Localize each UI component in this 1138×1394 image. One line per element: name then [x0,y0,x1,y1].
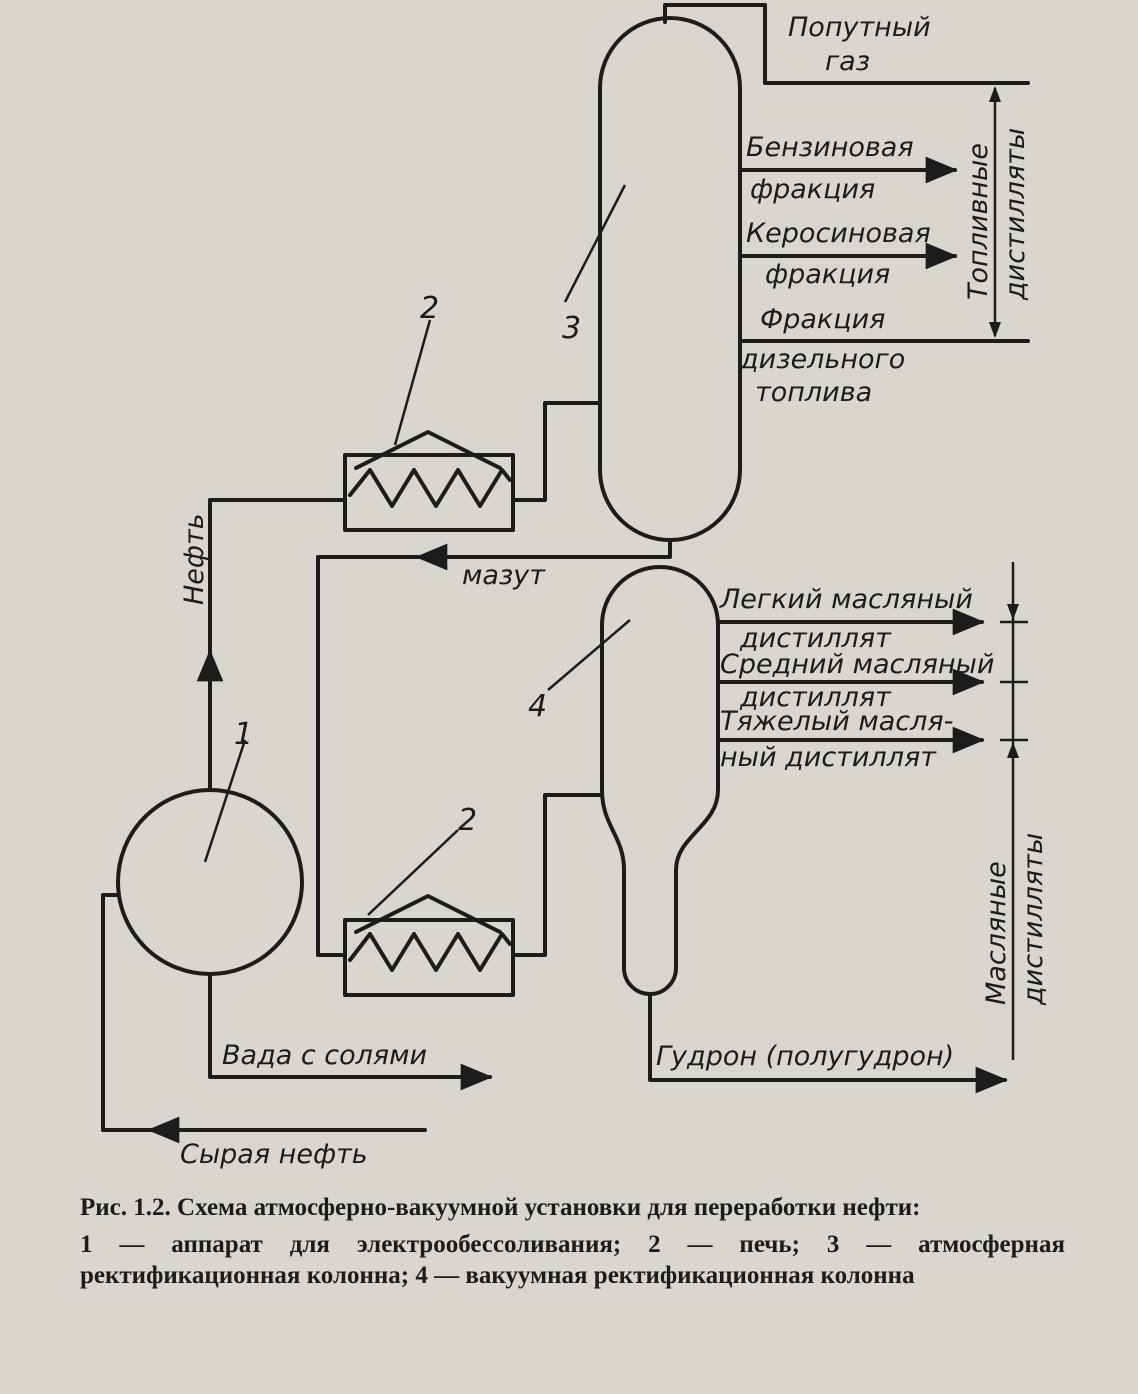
water-salts-line [208,972,493,1091]
oil-line [208,498,347,792]
label-diesel-2: дизельного [739,344,905,375]
number-2-bottom: 2 [458,803,477,838]
label-gasoline-1: Бензиновая [746,132,914,163]
number-4: 4 [528,689,547,724]
label-passing-gas-1: Попутный [788,12,931,43]
furnace-bottom-to-vacuum-line [511,793,604,957]
label-light-oil-2: дистиллят [739,623,892,654]
label-raw-oil: Сырая нефть [180,1139,368,1170]
oil-bracket-arrow-up [1007,742,1019,758]
label-light-oil-1: Легкий масляный [719,584,973,615]
furnace-top-to-column-line [511,401,602,502]
label-heavy-oil-2: ный дистиллят [720,742,937,773]
process-scheme: 1 2 2 3 4 Попутный газ Бензиновая фракци… [101,3,1049,1170]
furnace-bottom [343,894,515,997]
label-medium-oil-2: дистиллят [739,682,892,713]
leader-2-bottom [367,829,459,916]
label-heavy-oil-1: Тяжелый масля- [720,706,953,737]
desalter [116,788,304,976]
atmospheric-column [598,16,742,542]
label-oil: Нефть [179,513,210,605]
label-kerosene-1: Керосиновая [746,218,931,249]
label-fuel-group-1: Топливные [963,143,994,300]
caption-title: Рис. 1.2. Схема атмосферно-вакуумной уст… [80,1194,921,1221]
label-gasoline-2: фракция [750,174,875,205]
label-kerosene-2: фракция [765,259,890,290]
label-medium-oil-1: Средний масляный [720,649,994,680]
number-1: 1 [234,717,253,752]
leader-3 [563,184,627,303]
vacuum-column [600,565,720,996]
tar-outlet-line [648,992,1008,1094]
column-top-outlet [663,3,1030,85]
label-water-salts: Вада с солями [222,1040,427,1071]
number-2-top: 2 [420,291,439,326]
label-passing-gas-2: газ [825,46,870,77]
fuel-oil-line [316,538,672,957]
label-tar: Гудрон (полугудрон) [656,1041,954,1072]
label-diesel-1: Фракция [760,304,885,335]
furnace-top [343,430,515,532]
fuel-bracket-arrow-up [989,86,1001,102]
caption-legend: 1 — аппарат для электрообессоливания; 2 … [80,1231,1065,1289]
label-diesel-3: топлива [755,377,872,408]
fuel-bracket-arrow-down [989,322,1001,338]
label-oil-group-1: Масляные [981,861,1012,1005]
figure-caption: Рис. 1.2. Схема атмосферно-вакуумной уст… [80,1192,1065,1291]
label-oil-group-2: дистилляты [1018,833,1049,1006]
label-fuel-oil: мазут [462,560,546,591]
leader-1 [203,739,247,863]
label-fuel-group-2: дистилляты [1000,128,1031,301]
number-3: 3 [562,311,581,346]
raw-oil-line [101,893,427,1132]
leader-2-top [393,319,432,446]
leader-4 [547,619,631,691]
oil-bracket-arrow-down [1007,604,1019,620]
